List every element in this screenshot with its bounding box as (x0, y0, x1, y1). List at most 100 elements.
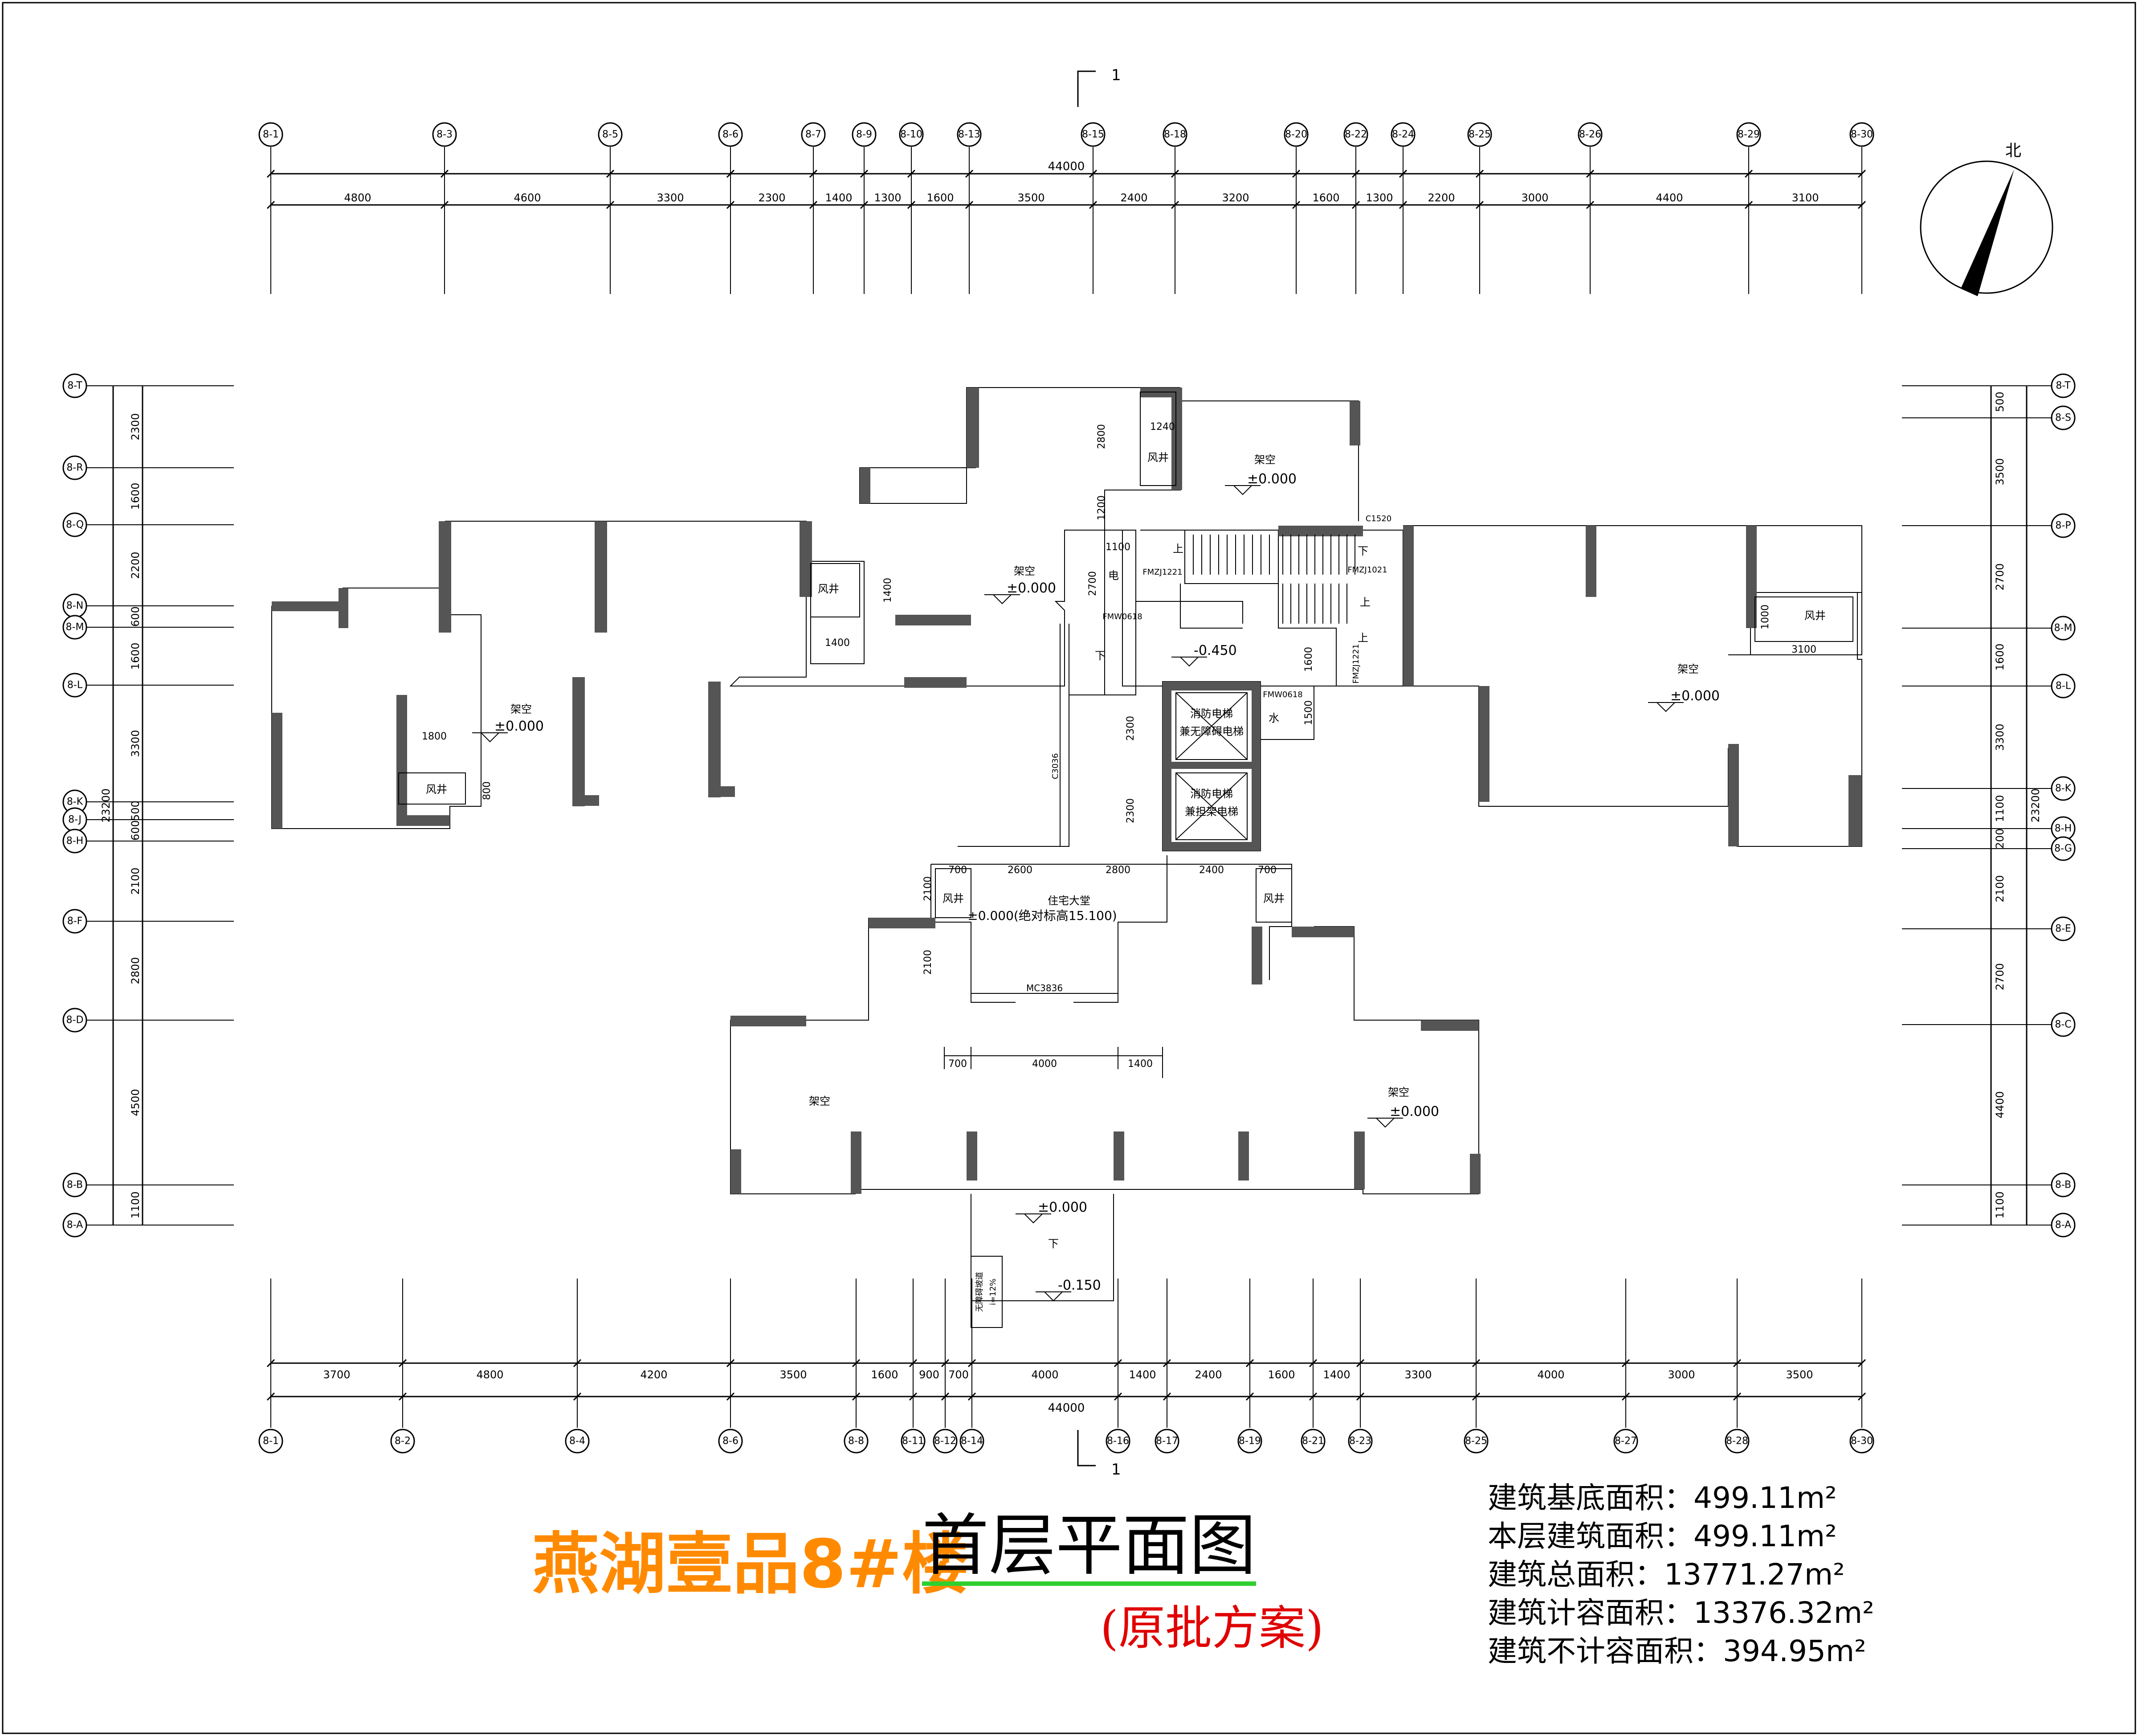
dim-text: 3200 (1222, 192, 1249, 204)
total-dim-text: 23200 (2029, 788, 2042, 822)
dim-tick (1744, 200, 1753, 209)
axis-label: 8-1 (263, 1436, 279, 1447)
dim-tick (1292, 169, 1301, 178)
room-level-top-right: ±0.000 (1247, 471, 1297, 487)
dim-tick (1245, 1392, 1254, 1401)
axis-bubble (2051, 1172, 2076, 1197)
stat-row: 建筑计容面积：13376.32m² (1488, 1596, 1874, 1630)
axis-label: 8-12 (934, 1436, 956, 1447)
dim-text: 1100 (1994, 795, 2006, 822)
axis-label: 8-19 (1239, 1436, 1261, 1447)
axis-bubble (62, 1172, 87, 1197)
axis-bubble (1725, 1429, 1750, 1454)
stair-down-1: 下 (1358, 545, 1368, 557)
dim-tick (1163, 1359, 1171, 1368)
dim-tick (967, 1392, 976, 1401)
axis-bubble (390, 1429, 415, 1454)
axis-bubble (1348, 1429, 1373, 1454)
shaft-label-1: 风井 (1147, 451, 1169, 464)
fire-door-1: FMZJ1221 (1142, 568, 1182, 577)
axis-label: 8-B (67, 1180, 83, 1191)
dim-tick (1857, 200, 1866, 209)
ventilation-shafts: 风井 风井 风井 风井 风井 风井 (398, 392, 1853, 923)
dim-text: 600 (129, 820, 142, 841)
axis-bubble (2051, 1012, 2076, 1037)
axis-bubble (2051, 616, 2076, 641)
dim-tick (1744, 169, 1753, 178)
shaft-label-5: 风井 (943, 892, 964, 905)
axis-bubble (718, 122, 743, 147)
dim-tick (1621, 1359, 1630, 1368)
axis-label: 8-H (66, 836, 83, 847)
dim-text: 3500 (779, 1368, 807, 1381)
dim-text: 3000 (1668, 1368, 1695, 1381)
axis-bubble (801, 122, 826, 147)
axis-label: 8-L (2056, 681, 2071, 692)
dim-tick (809, 169, 818, 178)
dim-tick (907, 169, 916, 178)
dim-text: 4600 (514, 192, 541, 204)
axis-label: 8-4 (569, 1436, 585, 1447)
dim-text: 1300 (874, 192, 901, 204)
dim-text: 2700 (1994, 963, 2006, 990)
dim-tick (726, 169, 735, 178)
inner-dim-1400a: 1400 (882, 578, 894, 603)
dim-tick (606, 200, 615, 209)
shaft-label-4: 风井 (1804, 609, 1826, 622)
dim-tick (1171, 169, 1179, 178)
inner-dim-1400c: 1400 (1128, 1058, 1153, 1070)
axis-label: 8-M (2054, 623, 2073, 634)
dim-text: 4200 (640, 1368, 667, 1381)
dim-tick (266, 169, 275, 178)
dim-tick (1472, 1392, 1481, 1401)
dim-tick (1586, 169, 1595, 178)
room-label-top-right: 架空 (1254, 453, 1276, 466)
axis-bubble (2051, 916, 2076, 941)
inner-dim-2300a: 2300 (1125, 716, 1136, 741)
drawing-title-project: 燕湖壹品8#楼 (532, 1526, 969, 1603)
dim-tick (965, 169, 974, 178)
dim-tick (1857, 1392, 1866, 1401)
axis-label: 8-R (66, 462, 83, 474)
inner-dim-700a: 700 (948, 865, 967, 876)
dim-tick (1733, 1359, 1742, 1368)
right-dimension-chain: 232008-T8-S8-P8-M8-L8-K8-H8-G8-E8-C8-B8-… (1902, 373, 2076, 1238)
axis-label: 8-6 (722, 129, 739, 140)
axis-bubble (2051, 373, 2076, 398)
axis-bubble (844, 1429, 869, 1454)
stair-up-1: 上 (1173, 543, 1183, 555)
dim-text: 500 (129, 801, 142, 821)
dim-tick (965, 200, 974, 209)
dim-text: 1600 (1312, 192, 1339, 204)
window-c1520: C1520 (1366, 514, 1391, 523)
inner-dim-2800: 2800 (1096, 424, 1107, 449)
axis-label: 8-S (2055, 413, 2071, 424)
axis-bubble (598, 122, 623, 147)
axis-label: 8-N (66, 600, 83, 612)
dim-text: 2100 (1994, 875, 2006, 902)
dim-text: 3100 (1791, 192, 1819, 204)
stair-level: -0.450 (1194, 643, 1237, 658)
axis-label: 8-17 (1156, 1436, 1178, 1447)
axis-label: 8-26 (1579, 129, 1601, 140)
dim-text: 600 (129, 606, 142, 627)
dim-tick (1089, 200, 1098, 209)
axis-label: 8-11 (902, 1436, 924, 1447)
dim-tick (266, 1392, 275, 1401)
axis-bubble (62, 455, 87, 480)
axis-label: 8-23 (1349, 1436, 1371, 1447)
dim-text: 4400 (1656, 192, 1683, 204)
lobby-level-label: ±0.000(绝对标高15.100) (967, 908, 1117, 923)
axis-label: 8-K (2055, 783, 2072, 794)
room-labels: 架空 ±0.000 架空 ±0.000 架空 ±0.000 架空 ±0.000 … (494, 453, 1720, 1293)
dim-tick (726, 1392, 735, 1401)
dim-text: 1100 (129, 1191, 142, 1218)
dim-tick (852, 1392, 861, 1401)
inner-dim-3100: 3100 (1791, 644, 1816, 655)
inner-dim-2800b: 2800 (1106, 865, 1130, 876)
area-statistics: 建筑基底面积：499.11m² 本层建筑面积：499.11m² 建筑总面积：13… (1488, 1479, 1874, 1671)
dim-text: 3300 (1994, 723, 2006, 751)
